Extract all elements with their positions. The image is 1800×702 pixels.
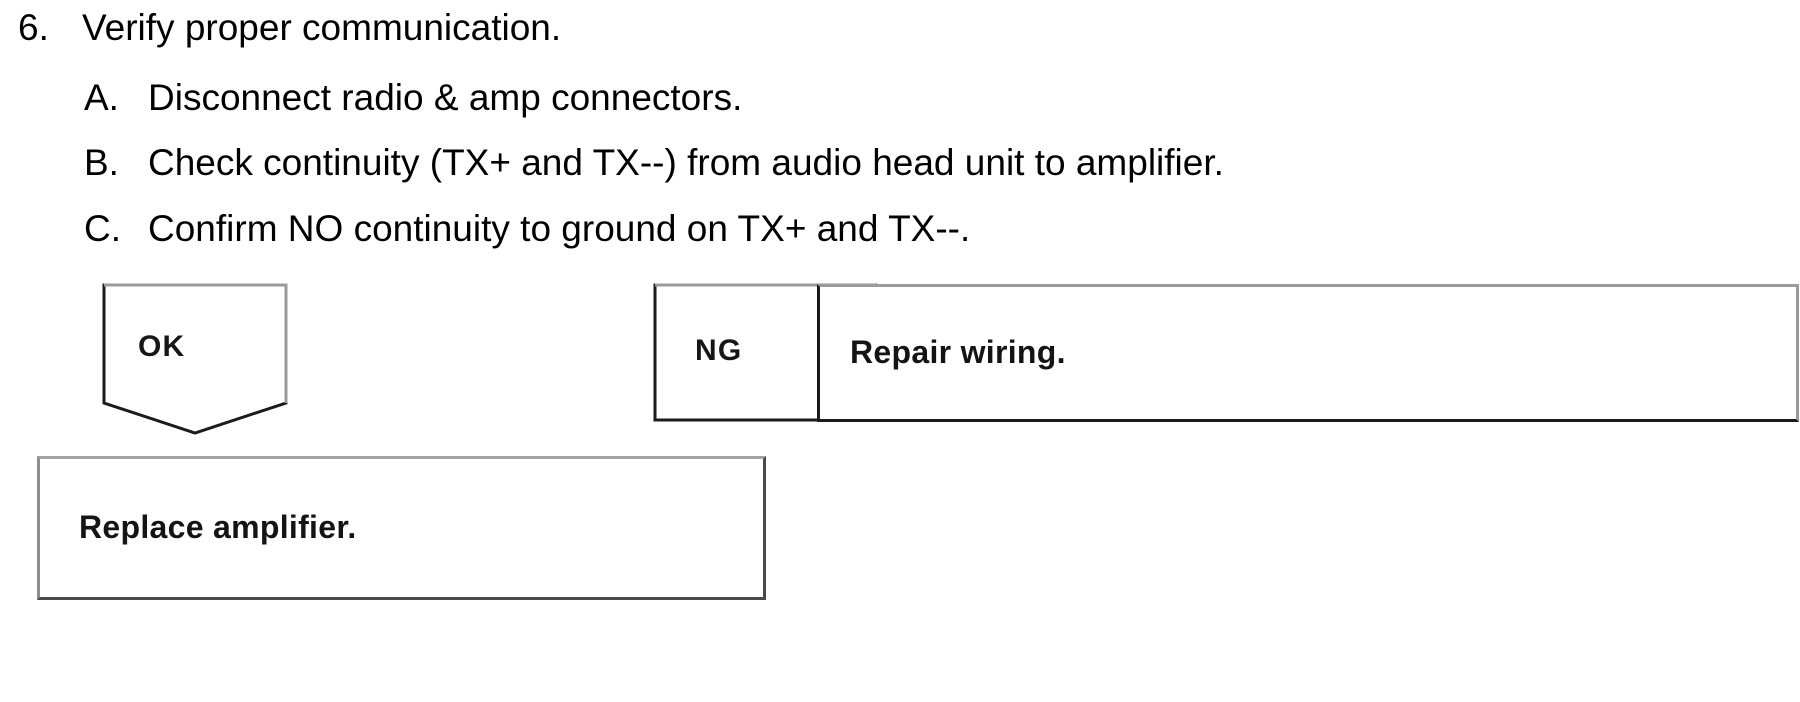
substep-a-text: Disconnect radio & amp connectors. (148, 77, 743, 118)
substep-b-text: Check continuity (TX+ and TX--) from aud… (148, 142, 1224, 183)
ng-label: NG (695, 334, 743, 367)
substep-c-text: Confirm NO continuity to ground on TX+ a… (148, 208, 971, 249)
substep-c: C. Confirm NO continuity to ground on TX+… (84, 207, 970, 251)
substep-b: B. Check continuity (TX+ and TX--) from a… (84, 141, 1224, 185)
step-title: Verify proper communication. (82, 7, 562, 48)
ok-branch-shape (100, 280, 290, 440)
replace-amplifier-label: Replace amplifier. (79, 509, 357, 545)
repair-wiring-label: Repair wiring. (850, 334, 1066, 370)
substep-a: A. Disconnect radio & amp connectors. (84, 76, 742, 120)
step-number: 6. (18, 7, 49, 48)
ok-pentagon-icon (102, 283, 288, 435)
repair-wiring-box: Repair wiring. (817, 284, 1799, 422)
ok-label: OK (138, 330, 186, 363)
substep-a-letter: A. (84, 77, 119, 118)
substep-b-letter: B. (84, 142, 119, 183)
replace-amplifier-box: Replace amplifier. (37, 456, 766, 600)
substep-c-letter: C. (84, 208, 121, 249)
step-heading: 6. Verify proper communication. (18, 6, 561, 50)
